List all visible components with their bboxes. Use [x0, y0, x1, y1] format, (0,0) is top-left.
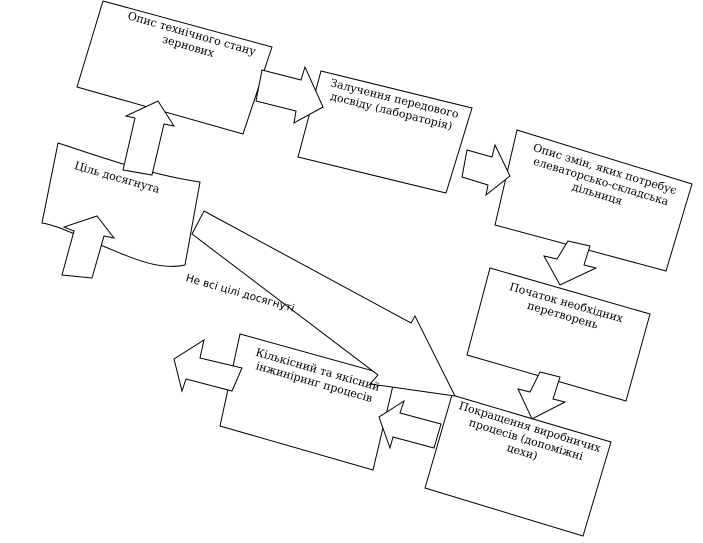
arrow-improve-to-engineering	[378, 399, 442, 450]
box-changes-needed	[494, 129, 693, 272]
arrow-start-to-improve	[517, 371, 567, 420]
arrow-changes-to-start	[543, 240, 598, 286]
arrow-experience-to-changes	[461, 143, 511, 197]
arrow-tech-to-experience	[255, 65, 324, 124]
arrow-goal-to-tech-state	[122, 100, 176, 176]
box-tech-state	[76, 0, 273, 135]
arrow-into-goal	[61, 215, 116, 279]
box-improve-processes	[424, 394, 612, 537]
arrow-engineering-out	[173, 338, 243, 393]
box-advanced-experience	[297, 70, 473, 194]
box-start-transform	[466, 267, 651, 402]
arrow-goal-to-improve	[191, 210, 456, 397]
box-engineering	[219, 333, 396, 471]
